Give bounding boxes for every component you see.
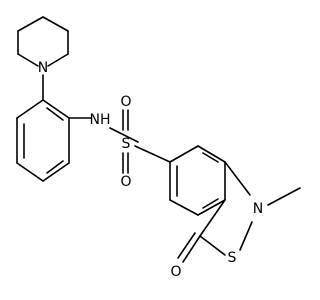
- atom-label-ring-s: S: [228, 250, 237, 266]
- atom-label-piperidine-n: N: [38, 60, 48, 76]
- bond-n-methyl: [267, 187, 301, 206]
- bond: [16, 162, 44, 182]
- isothiazolone-ring: [199, 161, 253, 256]
- bond: [224, 161, 251, 196]
- bond: [16, 99, 44, 119]
- bond: [169, 199, 199, 216]
- double-bond-inner: [46, 160, 64, 174]
- bond: [42, 162, 70, 182]
- bond: [199, 235, 226, 256]
- bond: [197, 199, 226, 216]
- double-bond-inner: [202, 152, 219, 163]
- bond-nh-s: [109, 127, 139, 143]
- bond: [17, 53, 39, 67]
- atom-label-nh: NH: [90, 112, 111, 128]
- bond: [42, 99, 70, 119]
- bond: [42, 16, 69, 32]
- atom-label-sulfonyl-o-top: O: [120, 94, 131, 110]
- piperidine-ring: [17, 16, 69, 67]
- bond: [199, 199, 226, 237]
- bond: [47, 53, 69, 67]
- double-bond-inner: [202, 198, 219, 209]
- double-bond-inner: [46, 107, 64, 121]
- bond: [239, 221, 253, 251]
- atom-label-sulfonyl-s: S: [122, 136, 131, 152]
- bond: [197, 145, 226, 163]
- bond-carbonyl-a: [182, 235, 201, 263]
- bond-carbonyl-b: [177, 232, 196, 259]
- bond: [169, 145, 199, 163]
- atom-label-ring-n: N: [253, 201, 263, 217]
- bond: [17, 16, 44, 32]
- phenyl-ring: [16, 99, 70, 182]
- benzo-ring: [169, 145, 226, 216]
- atom-label-sulfonyl-o-bottom: O: [120, 174, 131, 190]
- atom-label-carbonyl-o: O: [170, 264, 181, 280]
- bond-s-ring: [134, 145, 171, 163]
